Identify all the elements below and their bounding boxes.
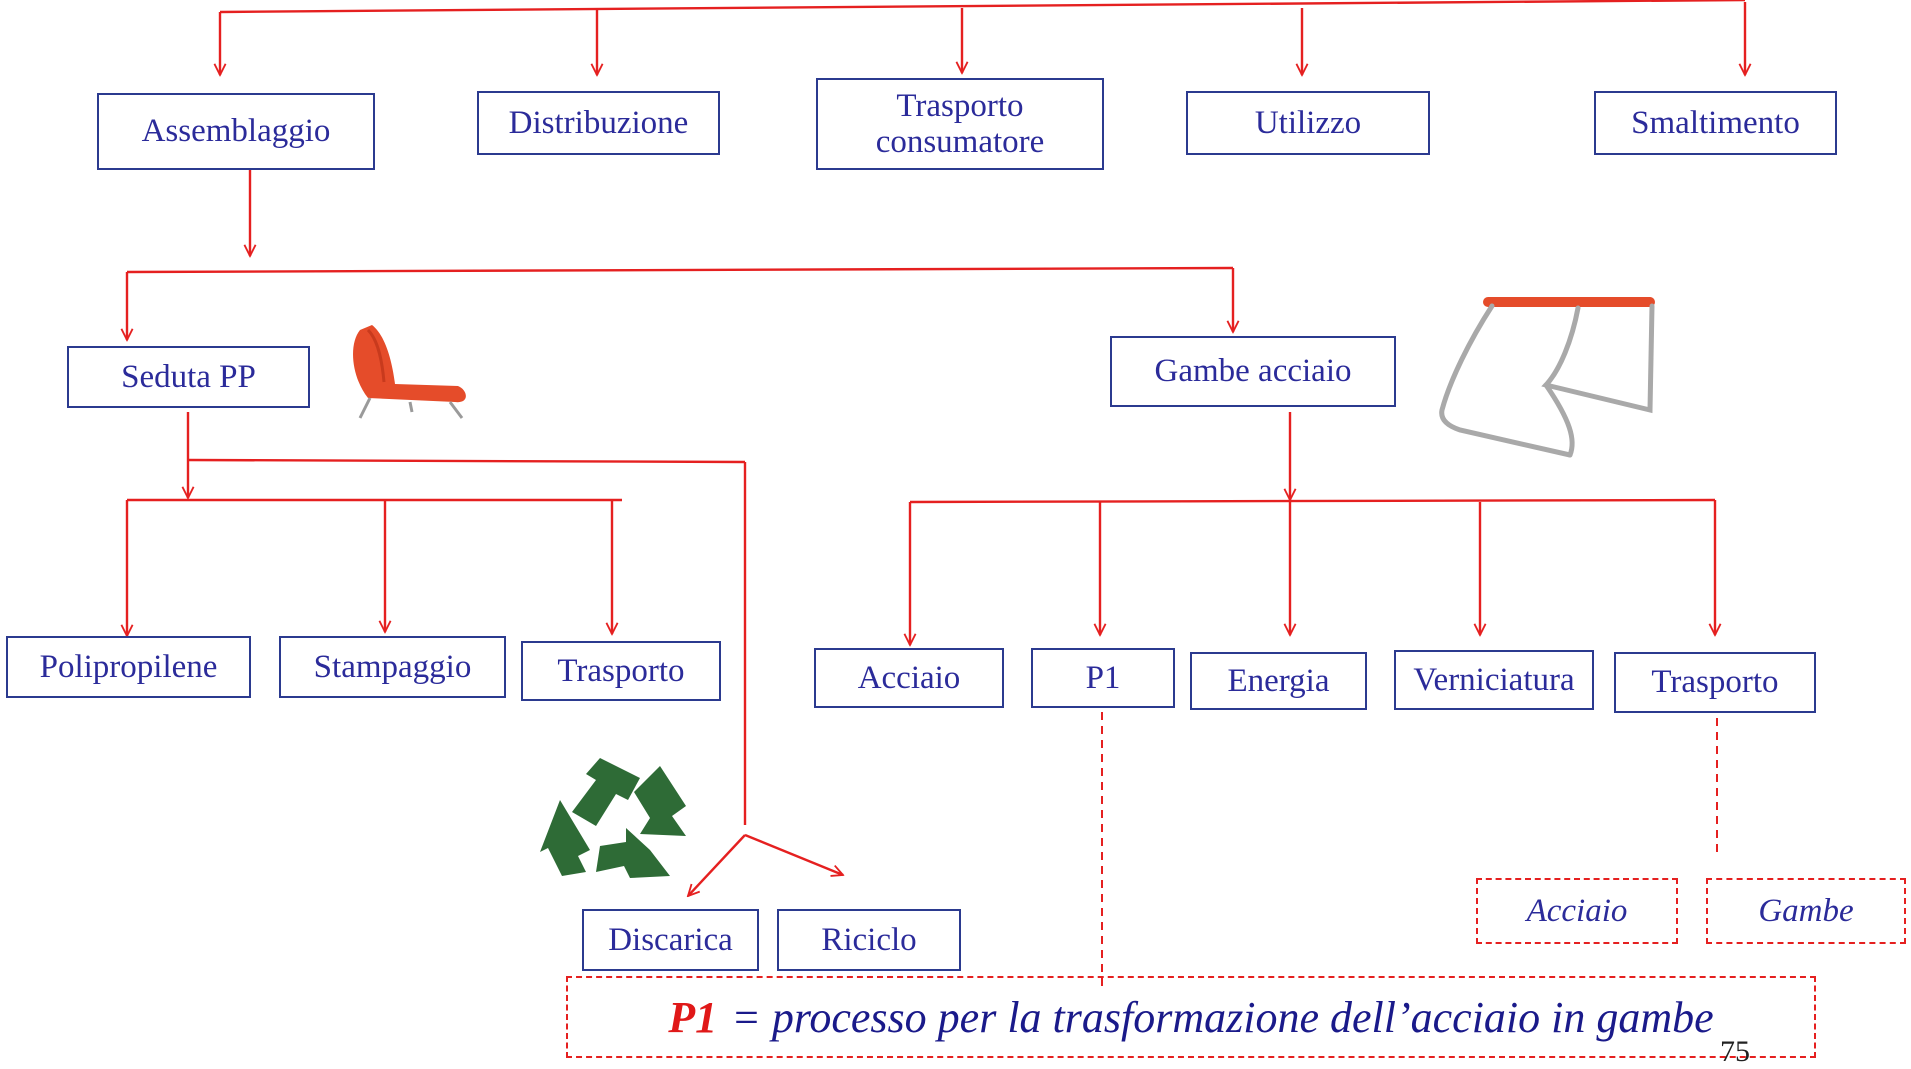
input-stampaggio: Stampaggio: [279, 636, 506, 698]
input-trasporto-gambe: Trasporto: [1614, 652, 1816, 713]
chair-seat-icon: [353, 325, 466, 419]
detail-gambe: Gambe: [1706, 878, 1906, 944]
phase-trasporto-consumatore: Trasporto consumatore: [816, 78, 1104, 170]
page-number: 75: [1720, 1035, 1750, 1068]
recycle-icon: [540, 758, 686, 878]
detail-gambe-label: Gambe: [1758, 892, 1854, 929]
input-acciaio-label: Acciaio: [857, 659, 961, 696]
component-gambe-acciaio-label: Gambe acciaio: [1154, 353, 1352, 390]
phase-assemblaggio: Assemblaggio: [97, 93, 375, 170]
input-verniciatura: Verniciatura: [1394, 650, 1594, 710]
phase-smaltimento: Smaltimento: [1594, 91, 1837, 155]
phase-distribuzione: Distribuzione: [477, 91, 720, 155]
input-trasporto-gambe-label: Trasporto: [1651, 664, 1779, 701]
eol-riciclo: Riciclo: [777, 909, 961, 971]
phase-utilizzo: Utilizzo: [1186, 91, 1430, 155]
component-seduta-pp-label: Seduta PP: [121, 358, 256, 395]
eol-discarica: Discarica: [582, 909, 759, 971]
input-energia: Energia: [1190, 652, 1367, 710]
eol-riciclo-label: Riciclo: [821, 921, 917, 958]
chair-legs-icon: [1439, 297, 1655, 458]
component-gambe-acciaio: Gambe acciaio: [1110, 336, 1396, 407]
input-p1: P1: [1031, 648, 1175, 708]
note-key: P1: [668, 992, 718, 1042]
phase-smaltimento-label: Smaltimento: [1631, 104, 1800, 141]
input-polipropilene-label: Polipropilene: [39, 648, 218, 685]
phase-distribuzione-label: Distribuzione: [508, 104, 689, 141]
input-polipropilene: Polipropilene: [6, 636, 251, 698]
input-p1-label: P1: [1085, 659, 1121, 696]
phase-trasporto-consumatore-label: Trasporto consumatore: [875, 87, 1045, 160]
input-energia-label: Energia: [1227, 662, 1330, 699]
eol-discarica-label: Discarica: [608, 921, 733, 958]
detail-acciaio: Acciaio: [1476, 878, 1678, 944]
phase-assemblaggio-label: Assemblaggio: [141, 113, 331, 150]
detail-acciaio-label: Acciaio: [1526, 892, 1628, 929]
input-verniciatura-label: Verniciatura: [1413, 661, 1575, 698]
input-stampaggio-label: Stampaggio: [313, 648, 472, 685]
note-text: = processo per la trasformazione dell’ac…: [731, 992, 1714, 1042]
phase-utilizzo-label: Utilizzo: [1254, 104, 1362, 141]
dashed-links: [1101, 712, 1718, 988]
input-acciaio: Acciaio: [814, 648, 1004, 708]
connector-lines: [127, 0, 1745, 896]
p1-definition-note: P1 = processo per la trasformazione dell…: [566, 976, 1816, 1058]
component-seduta-pp: Seduta PP: [67, 346, 310, 408]
input-trasporto-seduta-label: Trasporto: [557, 652, 685, 689]
input-trasporto-seduta: Trasporto: [521, 641, 721, 701]
